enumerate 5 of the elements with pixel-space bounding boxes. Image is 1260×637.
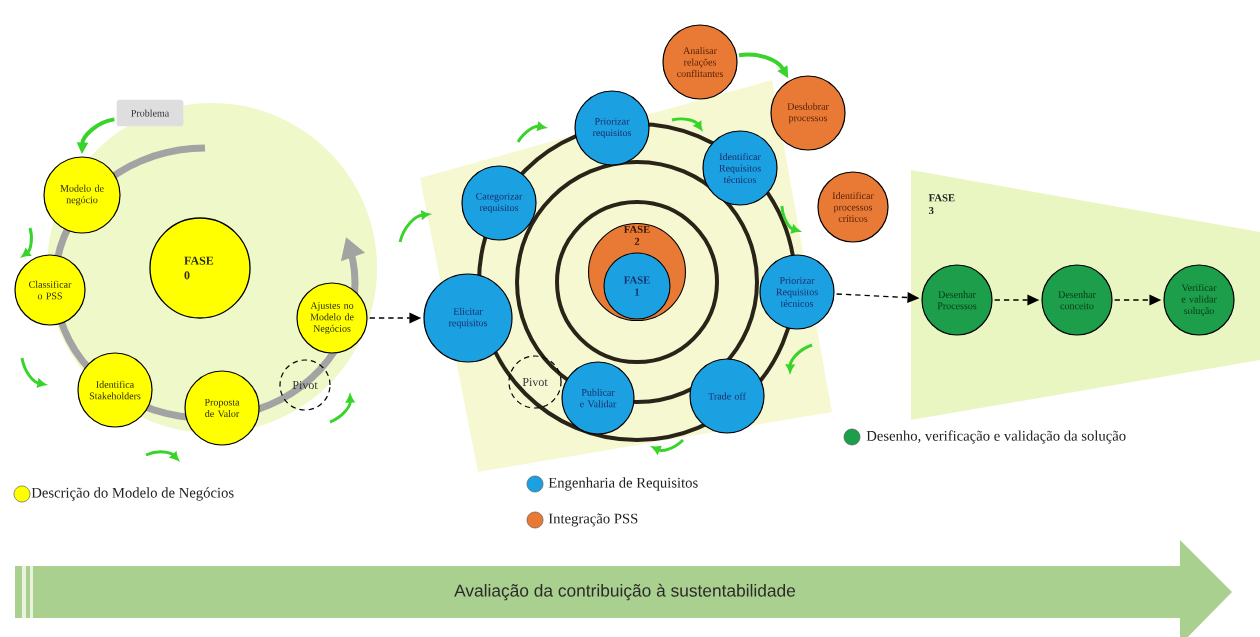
legend-text: Engenharia de Requisitos: [548, 477, 698, 491]
legend-text: Desenho, verificação e validação da solução: [866, 430, 1126, 444]
problem-box: Problema: [116, 99, 184, 127]
legend-text: Integração PSS: [548, 513, 638, 527]
legend-text: Descrição do Modelo de Negócios: [31, 487, 234, 501]
